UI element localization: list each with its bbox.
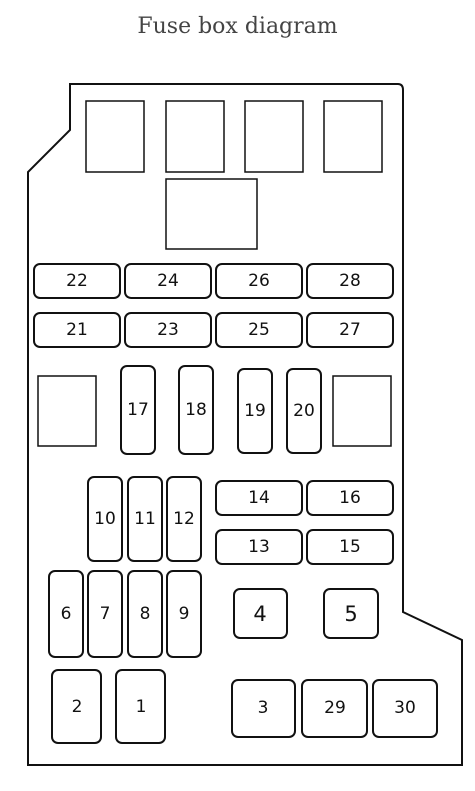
fuse-28: 28 xyxy=(306,263,394,299)
fuse-26: 26 xyxy=(215,263,303,299)
svg-text:14: 14 xyxy=(248,488,270,508)
relay-slot xyxy=(244,100,304,173)
fuse-9: 9 xyxy=(166,570,202,658)
svg-text:15: 15 xyxy=(339,537,361,557)
svg-text:7: 7 xyxy=(100,604,111,624)
relay-slot xyxy=(165,100,225,173)
svg-text:8: 8 xyxy=(140,604,151,624)
svg-text:20: 20 xyxy=(293,401,315,421)
fuse-2: 2 xyxy=(51,669,102,744)
fuse-3: 3 xyxy=(231,679,296,738)
svg-text:5: 5 xyxy=(344,602,357,626)
fuse-24: 24 xyxy=(124,263,212,299)
relay-slot xyxy=(85,100,145,173)
svg-text:21: 21 xyxy=(66,320,88,340)
svg-text:24: 24 xyxy=(157,271,179,291)
svg-text:30: 30 xyxy=(394,698,416,718)
fuse-29: 29 xyxy=(301,679,368,738)
fuse-7: 7 xyxy=(87,570,123,658)
relay-slot xyxy=(37,375,97,447)
fuse-21: 21 xyxy=(33,312,121,348)
svg-text:23: 23 xyxy=(157,320,179,340)
diagram-title: Fuse box diagram xyxy=(137,14,338,39)
fuse-1: 1 xyxy=(115,669,166,744)
svg-text:4: 4 xyxy=(253,602,266,626)
svg-text:9: 9 xyxy=(179,604,190,624)
svg-text:3: 3 xyxy=(258,698,269,718)
fuse-13: 13 xyxy=(215,529,303,565)
svg-text:28: 28 xyxy=(339,271,361,291)
fuse-box-outline xyxy=(27,83,463,766)
fuse-8: 8 xyxy=(127,570,163,658)
svg-text:18: 18 xyxy=(185,400,207,420)
svg-text:17: 17 xyxy=(127,400,149,420)
svg-text:16: 16 xyxy=(339,488,361,508)
svg-text:29: 29 xyxy=(324,698,346,718)
svg-text:26: 26 xyxy=(248,271,270,291)
svg-text:22: 22 xyxy=(66,271,88,291)
fuse-10: 10 xyxy=(87,476,123,562)
fuse-20: 20 xyxy=(286,368,322,454)
svg-text:1: 1 xyxy=(136,697,147,717)
fuse-5: 5 xyxy=(323,588,379,639)
relay-slot xyxy=(332,375,392,447)
fuse-17: 17 xyxy=(120,365,156,455)
fuse-12: 12 xyxy=(166,476,202,562)
fuse-11: 11 xyxy=(127,476,163,562)
fuse-19: 19 xyxy=(237,368,273,454)
fuse-16: 16 xyxy=(306,480,394,516)
fuse-15: 15 xyxy=(306,529,394,565)
fuse-14: 14 xyxy=(215,480,303,516)
fuse-4: 4 xyxy=(233,588,288,639)
svg-text:19: 19 xyxy=(244,401,266,421)
svg-text:25: 25 xyxy=(248,320,270,340)
fuse-25: 25 xyxy=(215,312,303,348)
svg-text:13: 13 xyxy=(248,537,270,557)
fuse-22: 22 xyxy=(33,263,121,299)
svg-text:2: 2 xyxy=(72,697,83,717)
fuse-23: 23 xyxy=(124,312,212,348)
relay-slot xyxy=(165,178,258,250)
svg-text:12: 12 xyxy=(173,509,195,529)
fuse-6: 6 xyxy=(48,570,84,658)
relay-slot xyxy=(323,100,383,173)
fuse-30: 30 xyxy=(372,679,438,738)
svg-text:6: 6 xyxy=(61,604,72,624)
svg-text:11: 11 xyxy=(134,509,156,529)
fuse-27: 27 xyxy=(306,312,394,348)
svg-text:27: 27 xyxy=(339,320,361,340)
fuse-18: 18 xyxy=(178,365,214,455)
svg-text:10: 10 xyxy=(94,509,116,529)
